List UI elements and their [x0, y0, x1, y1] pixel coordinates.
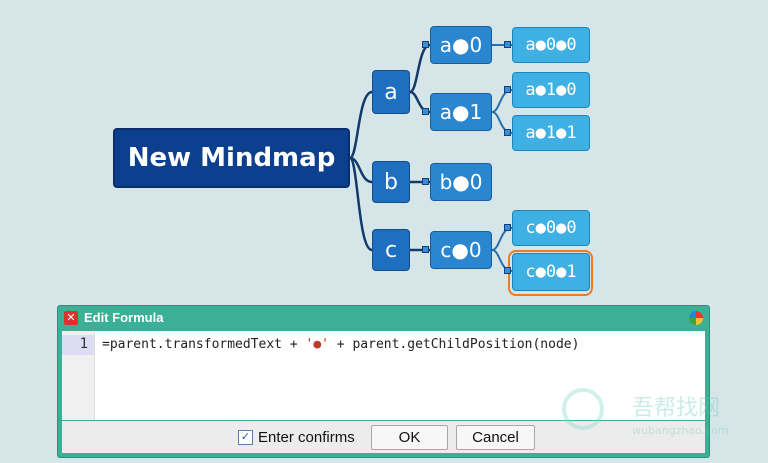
mindmap-connectors — [348, 43, 513, 272]
node-a00[interactable]: a●0●0 — [512, 27, 590, 63]
edit-formula-dialog: ✕ Edit Formula 1 =parent.transformedText… — [57, 305, 710, 458]
enter-confirms-label: Enter confirms — [258, 429, 355, 446]
connector-handle[interactable] — [422, 246, 429, 253]
enter-confirms-checkbox[interactable]: ✓ — [238, 430, 253, 445]
node-a0[interactable]: a●0 — [430, 26, 492, 64]
app-logo-icon — [689, 311, 703, 325]
connector-handle[interactable] — [422, 41, 429, 48]
node-c0[interactable]: c●0 — [430, 231, 492, 269]
connector-handle[interactable] — [422, 108, 429, 115]
connector-handle[interactable] — [504, 86, 511, 93]
selection-highlight — [508, 250, 593, 296]
enter-confirms-option[interactable]: ✓ Enter confirms — [238, 429, 355, 446]
node-b0[interactable]: b●0 — [430, 163, 492, 201]
connector-handle[interactable] — [422, 178, 429, 185]
line-number: 1 — [79, 336, 88, 352]
connector-handle[interactable] — [504, 267, 511, 274]
cancel-button[interactable]: Cancel — [456, 425, 535, 450]
node-c[interactable]: c — [372, 229, 410, 271]
connector-handle[interactable] — [504, 129, 511, 136]
node-b[interactable]: b — [372, 161, 410, 203]
connector-handle[interactable] — [504, 224, 511, 231]
dialog-titlebar[interactable]: ✕ Edit Formula — [58, 306, 709, 330]
node-a[interactable]: a — [372, 70, 410, 114]
formula-editor[interactable]: 1 =parent.transformedText + '●' + parent… — [62, 331, 705, 420]
dialog-title: Edit Formula — [84, 310, 164, 325]
node-a10[interactable]: a●1●0 — [512, 72, 590, 108]
node-a1[interactable]: a●1 — [430, 93, 492, 131]
node-a11[interactable]: a●1●1 — [512, 115, 590, 151]
ok-button[interactable]: OK — [371, 425, 448, 450]
node-c00[interactable]: c●0●0 — [512, 210, 590, 246]
root-node[interactable]: New Mindmap — [113, 128, 350, 188]
node-c01[interactable]: c●0●1 — [512, 253, 590, 291]
formula-string-literal: '●' — [305, 337, 329, 352]
formula-text[interactable]: =parent.transformedText + '●' + parent.g… — [102, 337, 579, 352]
formula-part-1: =parent.transformedText + — [102, 337, 306, 352]
close-icon[interactable]: ✕ — [64, 311, 78, 325]
dialog-button-bar: ✓ Enter confirms OK Cancel — [62, 421, 705, 453]
line-gutter: 1 — [62, 331, 95, 420]
connector-handle[interactable] — [504, 41, 511, 48]
formula-part-2: + parent.getChildPosition(node) — [328, 337, 580, 352]
